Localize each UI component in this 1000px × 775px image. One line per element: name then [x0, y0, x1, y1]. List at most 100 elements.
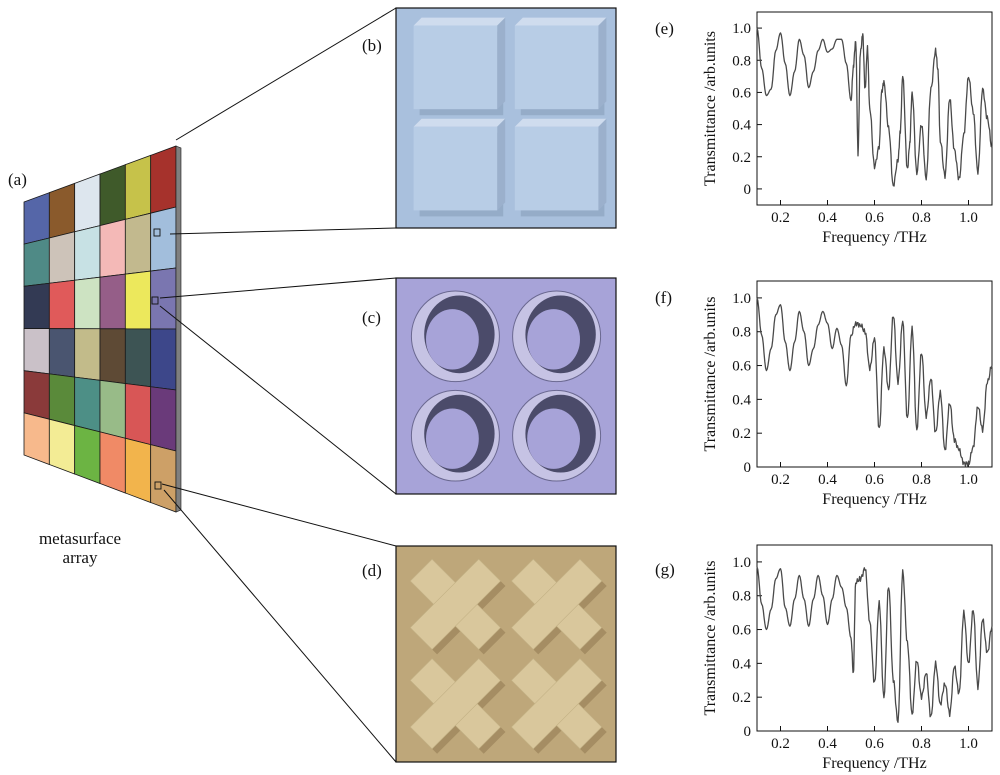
array-tile [99, 379, 126, 439]
x-tick-label: 0.6 [865, 736, 884, 752]
unit-cell-crosses [395, 545, 617, 763]
plot-frame [756, 544, 993, 732]
unit-cell-rings [395, 277, 617, 495]
zoom-marker [153, 228, 161, 237]
array-tile [150, 267, 177, 330]
y-tick-label: 0.8 [732, 325, 751, 341]
cube-top-face [413, 17, 506, 26]
panel-label-f: (f) [655, 288, 672, 307]
array-tile [74, 328, 101, 381]
y-tick-label: 1.0 [732, 291, 751, 307]
x-tick-label: 0.4 [818, 472, 837, 488]
array-tile [74, 425, 101, 485]
array-tile [48, 231, 76, 284]
ring-hole [426, 408, 479, 469]
array-tile [99, 218, 126, 278]
y-axis-label: Transmittance /arb.units [702, 31, 719, 186]
x-tick-label: 0.4 [818, 736, 837, 752]
x-tick-label: 0.8 [912, 736, 931, 752]
y-tick-label: 0.2 [732, 150, 751, 166]
y-tick-label: 0 [744, 182, 752, 198]
y-axis-label: Transmittance /arb.units [702, 297, 719, 452]
cube-front-face [514, 25, 599, 110]
array-tile [150, 206, 177, 272]
array-caption-line2: array [63, 548, 98, 567]
metasurface-array [23, 145, 182, 513]
x-tick-label: 0.8 [912, 472, 931, 488]
array-tile [23, 282, 50, 329]
transmittance-series [756, 566, 993, 723]
y-tick-label: 0 [744, 724, 752, 740]
y-tick-label: 0.2 [732, 426, 751, 442]
cube-side-face [497, 118, 506, 211]
x-axis-label: Frequency /THz [822, 755, 926, 772]
y-tick-label: 1.0 [732, 21, 751, 37]
zoom-lines [159, 7, 397, 763]
x-tick-label: 0.4 [818, 210, 837, 226]
array-tile [23, 412, 50, 466]
array-tile [48, 182, 76, 239]
panel-label-c: (c) [362, 308, 381, 327]
zoom-line-c-bottom [159, 305, 397, 495]
x-tick-label: 0.2 [771, 472, 790, 488]
array-tile [48, 418, 76, 475]
y-tick-label: 0.6 [732, 359, 751, 375]
array-tile [23, 370, 50, 420]
zoom-line-c-top [159, 277, 397, 299]
array-tile [150, 444, 177, 513]
panel-label-g: (g) [655, 560, 675, 579]
cross-arm [409, 558, 501, 650]
array-tile [48, 328, 76, 378]
zoom-line-d-top [161, 483, 397, 547]
array-tile [124, 270, 152, 330]
x-tick-label: 0.2 [771, 736, 790, 752]
y-tick-label: 0.2 [732, 690, 751, 706]
y-tick-label: 0.4 [732, 656, 751, 672]
array-tile [48, 373, 76, 427]
zoom-line-b-top [175, 7, 397, 141]
x-tick-label: 0.8 [912, 210, 931, 226]
y-tick-label: 0.8 [732, 589, 751, 605]
x-tick-label: 1.0 [959, 210, 978, 226]
x-axis-label: Frequency /THz [822, 491, 926, 508]
x-axis-label: Frequency /THz [822, 229, 926, 246]
array-tile [124, 328, 152, 388]
array-tile [74, 376, 101, 433]
y-tick-label: 0.4 [732, 118, 751, 134]
y-tick-label: 0.8 [732, 53, 751, 69]
array-tile [150, 328, 177, 391]
unit-cell-cubes [395, 7, 617, 229]
cube-side-face [598, 118, 607, 211]
array-tile [124, 154, 152, 220]
panel-label-a: (a) [8, 170, 27, 189]
cross-arm [511, 658, 603, 750]
panel-label-e: (e) [655, 19, 674, 38]
zoom-line-d-bottom [163, 489, 397, 763]
array-tile [99, 273, 126, 330]
array-tile [23, 328, 50, 375]
x-tick-label: 0.6 [865, 472, 884, 488]
array-edge [175, 145, 182, 513]
array-tile [74, 173, 101, 233]
array-tile [124, 437, 152, 504]
plot-frame [756, 11, 993, 206]
zoom-marker [151, 296, 159, 305]
array-tile [150, 386, 177, 452]
cube-side-face [497, 17, 506, 110]
cross-arm [511, 558, 603, 650]
array-caption-line1: metasurface [39, 529, 121, 548]
array-tile [99, 431, 126, 494]
y-tick-label: 0.4 [732, 392, 751, 408]
cube-top-face [514, 118, 607, 127]
array-tile [74, 225, 101, 281]
cube-front-face [413, 126, 498, 211]
cube-top-face [514, 17, 607, 26]
array-tile [99, 164, 126, 227]
y-tick-label: 0 [744, 460, 752, 476]
cube-side-face [598, 17, 607, 110]
y-tick-label: 0.6 [732, 85, 751, 101]
